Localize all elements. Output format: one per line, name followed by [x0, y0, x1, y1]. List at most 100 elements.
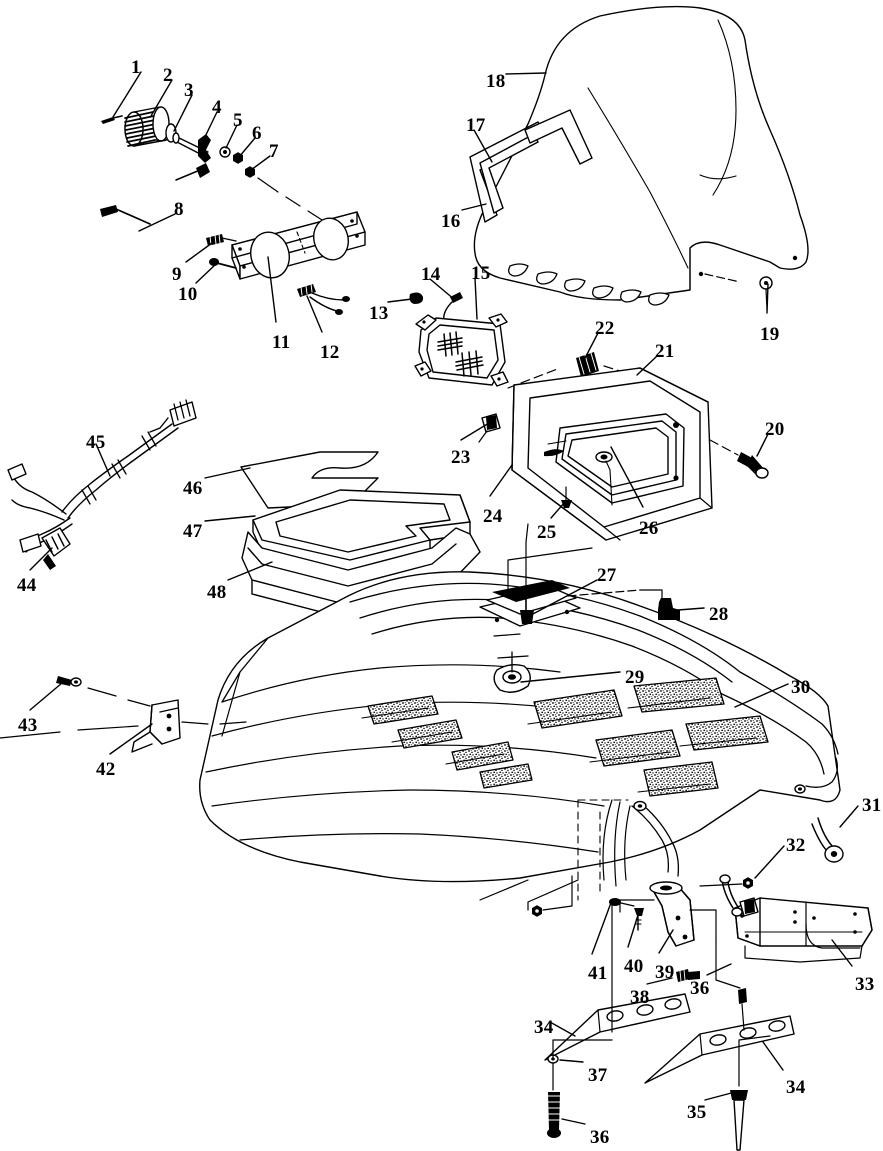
leader-line-22	[582, 332, 599, 363]
callout-number-34: 34	[534, 1017, 554, 1038]
callout-number-46: 46	[183, 478, 203, 499]
callout-number-17: 17	[466, 115, 486, 136]
callout-number-26: 26	[639, 518, 659, 539]
callout-number-42: 42	[96, 759, 116, 780]
callout-number-30: 30	[791, 677, 811, 698]
leader-line-46	[204, 467, 251, 479]
part-headlight-15	[414, 313, 509, 387]
callout-number-4: 4	[212, 97, 222, 118]
part-gauge-assembly	[101, 106, 323, 221]
leader-line-42	[109, 723, 153, 755]
leader-line-17	[473, 129, 493, 163]
part-fastener-19	[704, 273, 773, 311]
callout-number-12: 12	[320, 342, 340, 363]
part-bracket-42	[87, 687, 247, 753]
leader-line-38	[646, 977, 673, 985]
callout-number-11: 11	[272, 332, 291, 353]
part-runner-34a	[544, 993, 691, 1061]
leader-line-7	[250, 155, 271, 171]
part-console-21	[511, 367, 713, 541]
callout-number-41: 41	[588, 963, 608, 984]
leader-line-24	[489, 464, 513, 497]
callout-number-2: 2	[163, 65, 173, 86]
callout-number-35: 35	[687, 1102, 707, 1123]
part-connector-9	[206, 233, 237, 246]
leader-line-14	[429, 278, 456, 301]
leader-line-15	[474, 277, 478, 320]
callout-number-40: 40	[624, 956, 644, 977]
callout-number-43: 43	[18, 715, 38, 736]
part-bulb-13	[409, 292, 424, 304]
callout-number-47: 47	[183, 521, 203, 542]
callout-number-48: 48	[207, 582, 227, 603]
callout-number-15: 15	[471, 263, 491, 284]
leader-line-4	[202, 111, 218, 142]
leader-line-13	[387, 298, 413, 303]
leader-line-25	[550, 501, 566, 519]
leader-line-18	[505, 72, 547, 75]
callout-number-25: 25	[537, 522, 557, 543]
callout-number-27: 27	[597, 565, 617, 586]
part-windshield-trim	[469, 109, 593, 223]
leader-line-16	[461, 203, 487, 211]
part-screw-40	[634, 908, 644, 931]
leader-line-41	[591, 899, 613, 955]
leader-line-37	[559, 1059, 584, 1063]
callout-number-36b: 36	[690, 978, 710, 999]
part-clip-23b	[719, 874, 759, 917]
leader-line-40	[627, 914, 639, 948]
part-screw-43	[56, 676, 82, 687]
leader-line-29	[520, 671, 621, 683]
leader-line-39	[658, 929, 674, 954]
part-lamp-socket-12	[297, 283, 350, 315]
callout-number-21: 21	[655, 341, 675, 362]
part-bumper-28	[658, 598, 680, 620]
callout-number-18: 18	[486, 71, 506, 92]
callout-number-1: 1	[131, 57, 141, 78]
callout-number-7: 7	[269, 141, 279, 162]
part-screw-8	[100, 205, 151, 225]
part-hinge-39	[619, 881, 717, 947]
callout-number-28: 28	[709, 604, 729, 625]
callout-number-38: 38	[630, 987, 650, 1008]
leader-line-32	[754, 845, 785, 879]
callout-number-29: 29	[625, 667, 645, 688]
callout-number-24: 24	[483, 506, 503, 527]
leader-line-21	[636, 355, 658, 376]
leader-line-36	[561, 1118, 586, 1125]
leader-line-10	[195, 263, 217, 284]
callout-number-37: 37	[588, 1065, 608, 1086]
leader-line-6	[238, 137, 256, 158]
leader-line-35	[704, 1091, 736, 1101]
part-hood-30	[0, 571, 841, 901]
leader-line-48	[227, 561, 273, 581]
callout-number-20: 20	[765, 419, 785, 440]
callout-number-39: 39	[655, 962, 675, 983]
leader-line-2	[150, 79, 173, 117]
callout-number-19: 19	[760, 324, 780, 345]
leader-line-5	[225, 124, 238, 149]
callout-number-33: 33	[855, 974, 875, 995]
part-clip-23	[478, 413, 501, 443]
callout-number-14: 14	[421, 264, 441, 285]
leader-line-11	[267, 256, 277, 323]
part-nut-32a	[532, 905, 542, 917]
part-screw-25	[561, 486, 572, 508]
leader-line-43	[29, 682, 63, 711]
callout-number-6: 6	[252, 123, 262, 144]
leader-line-36b	[706, 963, 732, 976]
part-bolt-20	[709, 439, 769, 479]
leader-line-8	[138, 213, 176, 232]
callout-number-44: 44	[17, 575, 37, 596]
leader-line-9	[185, 242, 213, 263]
leader-line-28	[677, 607, 705, 611]
leader-line-19	[766, 283, 769, 314]
leader-line-23	[460, 422, 490, 441]
leader-line-30	[734, 683, 789, 708]
callout-number-13: 13	[369, 303, 389, 324]
callout-number-10: 10	[178, 284, 198, 305]
leader-line-44	[29, 547, 53, 571]
part-strap-31	[811, 817, 844, 863]
leader-line-20	[756, 433, 769, 457]
